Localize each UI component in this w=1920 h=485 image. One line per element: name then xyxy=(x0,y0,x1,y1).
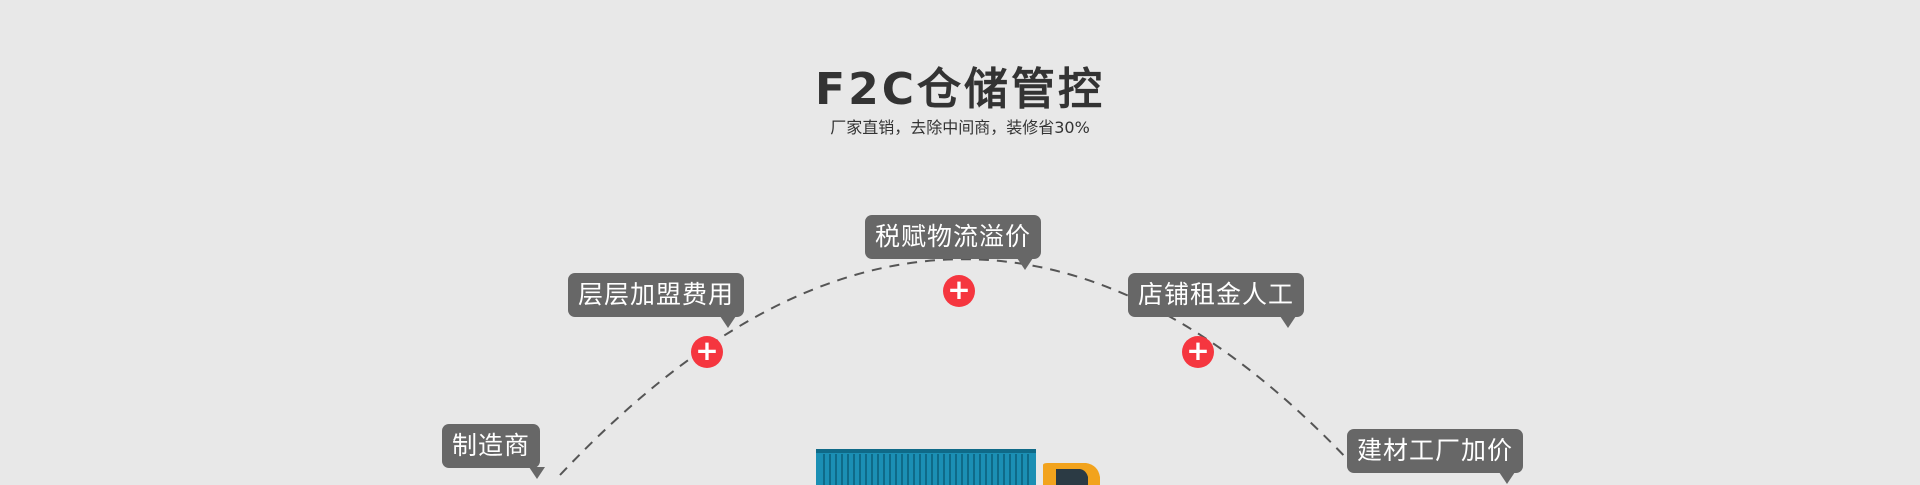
label-store-rent: 店铺租金人工 xyxy=(1128,273,1305,328)
bubble-tail xyxy=(1017,258,1033,270)
bubble-tail xyxy=(529,467,545,479)
truck-icon xyxy=(816,449,1100,485)
label-tax-logistics: 税赋物流溢价 xyxy=(865,215,1042,270)
label-tax-logistics-text: 税赋物流溢价 xyxy=(875,222,1032,251)
label-manufacturer: 制造商 xyxy=(442,424,545,479)
bubble-tail xyxy=(720,316,736,328)
plus-icon: + xyxy=(943,275,975,307)
label-factory-markup: 建材工厂加价 xyxy=(1347,429,1524,484)
page-subtitle: 厂家直销，去除中间商，装修省30% xyxy=(830,118,1090,137)
label-store-rent-text: 店铺租金人工 xyxy=(1138,280,1295,309)
label-franchise-fee-text: 层层加盟费用 xyxy=(578,280,735,309)
bubble-tail xyxy=(1499,472,1515,484)
label-franchise-fee: 层层加盟费用 xyxy=(568,273,745,328)
bubble-tail xyxy=(1280,316,1296,328)
label-manufacturer-text: 制造商 xyxy=(452,431,531,460)
label-factory-markup-text: 建材工厂加价 xyxy=(1357,436,1514,465)
plus-icon: + xyxy=(691,336,723,368)
plus-icon: + xyxy=(1182,336,1214,368)
page-title: F2C仓储管控 xyxy=(815,64,1105,115)
